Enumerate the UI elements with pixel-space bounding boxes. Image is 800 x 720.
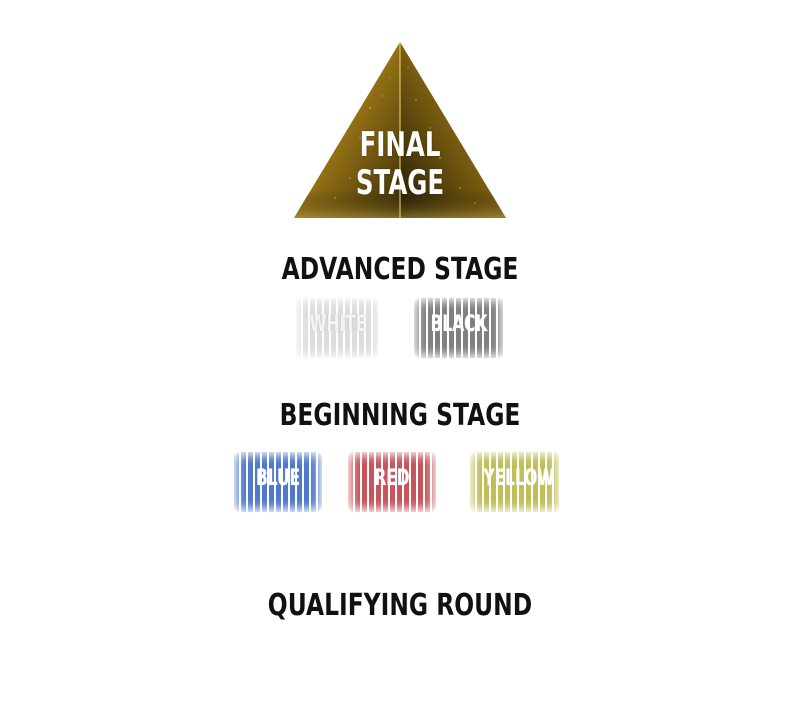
- belt-badge-blue: BLUE: [234, 452, 322, 512]
- belt-label: BLACK: [430, 312, 488, 337]
- belt-texture: [414, 298, 504, 358]
- belt-badge-red: RED: [348, 452, 436, 512]
- belt-label: WHITE: [309, 312, 367, 337]
- belt-texture: [234, 452, 322, 512]
- belt-label: RED: [374, 466, 410, 491]
- advanced-stage-title: ADVANCED STAGE: [281, 252, 519, 287]
- belt-label: YELLOW: [483, 466, 555, 491]
- belt-badge-white: WHITE: [296, 298, 380, 358]
- final-stage-label-line2: STAGE: [355, 163, 445, 203]
- belt-label: BLUE: [255, 466, 301, 491]
- final-stage-label-line1: FINAL: [359, 125, 441, 165]
- belt-texture: [348, 452, 436, 512]
- belt-texture: [296, 298, 380, 358]
- belt-badge-yellow: YELLOW: [470, 452, 560, 512]
- qualifying-round-title: QUALIFYING ROUND: [267, 588, 533, 623]
- final-stage-pyramid: [294, 42, 506, 218]
- beginning-stage-title: BEGINNING STAGE: [279, 398, 521, 433]
- belt-texture: [470, 452, 560, 512]
- belt-badge-black: BLACK: [414, 298, 504, 358]
